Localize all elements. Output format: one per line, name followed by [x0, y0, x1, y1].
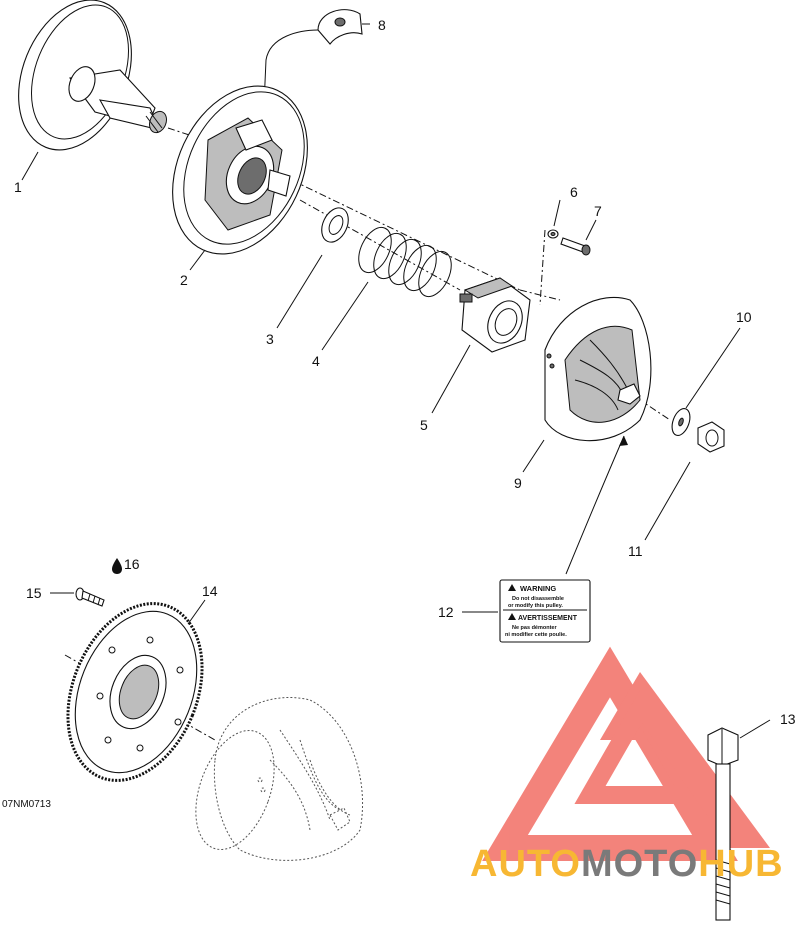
- callout-8: 8: [378, 17, 386, 33]
- callout-10: 10: [736, 309, 752, 325]
- callout-3: 3: [266, 331, 274, 347]
- callout-12: 12: [438, 604, 454, 620]
- watermark-text: AUTOMOTOHUB: [470, 843, 784, 885]
- warning-title: WARNING: [520, 584, 556, 593]
- part-cam: [459, 277, 531, 353]
- callout-5: 5: [420, 417, 428, 433]
- part-flat-washer: [671, 408, 691, 436]
- watermark-moto: MOTO: [581, 843, 698, 885]
- avertissement-title: AVERTISSEMENT: [518, 615, 578, 622]
- warning-text-a: Do not disassemble: [512, 596, 564, 602]
- callout-16: 16: [124, 556, 140, 572]
- callout-7: 7: [594, 203, 602, 219]
- watermark-auto: AUTO: [470, 843, 581, 885]
- callout-6: 6: [570, 184, 578, 200]
- part-long-bolt: [707, 727, 739, 921]
- avertissement-text-b: ni modifier cette poulie.: [505, 632, 567, 638]
- part-spring: [358, 226, 452, 298]
- warning-text-b: or modify this pulley.: [508, 603, 563, 609]
- drop-icon: [112, 558, 122, 574]
- reference-sheave-outline: [195, 697, 364, 861]
- part-screw: [560, 237, 591, 256]
- callout-14: 14: [202, 583, 218, 599]
- part-ring-gear: [66, 602, 204, 782]
- part-fixed-sheave: [18, 0, 167, 151]
- callout-4: 4: [312, 353, 320, 369]
- callout-13: 13: [780, 711, 796, 727]
- callout-9: 9: [514, 475, 522, 491]
- watermark-logo: [482, 646, 770, 861]
- part-small-washer: [547, 229, 559, 239]
- leader-lines: [21, 23, 771, 739]
- image-code: 07NM0713: [2, 799, 51, 810]
- avertissement-text-a: Ne pas démonter: [512, 625, 557, 631]
- warning-label: WARNING Do not disassemble or modify thi…: [499, 579, 591, 643]
- part-nut: [697, 421, 725, 453]
- part-sliding-sheave: [544, 296, 652, 442]
- part-cap: [261, 9, 363, 151]
- part-spider: [172, 85, 308, 255]
- callout-15: 15: [26, 585, 42, 601]
- callouts: 1 2 3 4 5 6 7 8 9 10 11 12 13 14 15 16: [14, 17, 796, 727]
- part-washer: [321, 207, 349, 243]
- callout-1: 1: [14, 179, 22, 195]
- callout-11: 11: [628, 543, 643, 559]
- watermark-hub: HUB: [698, 843, 783, 885]
- callout-2: 2: [180, 272, 188, 288]
- svg-text:AUTOMOTOHUB: AUTOMOTOHUB: [470, 843, 784, 885]
- part-gear-screw: [75, 587, 105, 607]
